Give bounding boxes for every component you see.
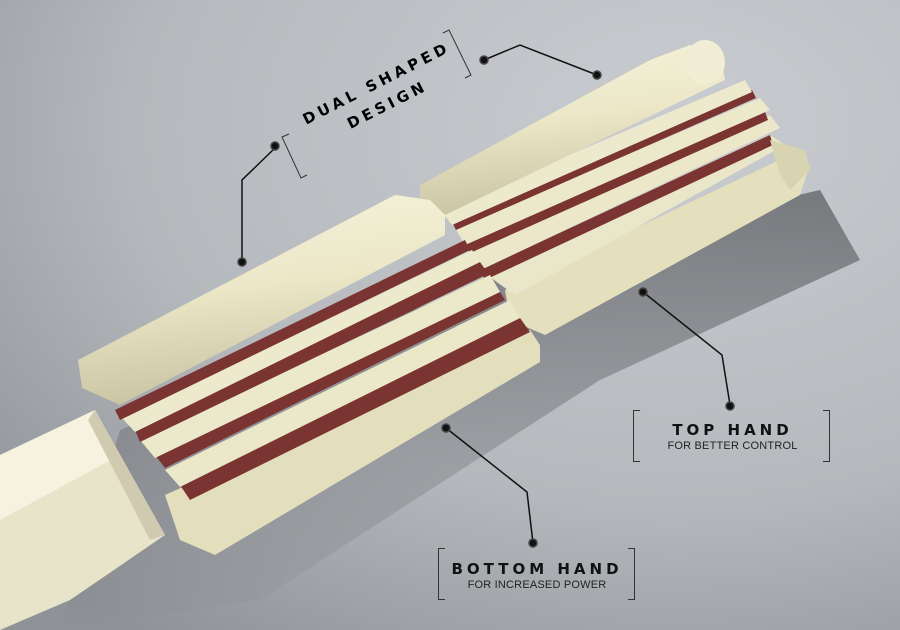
- top-hand-title: TOP HAND: [672, 421, 793, 439]
- callout-dot: [270, 141, 280, 151]
- top-hand-bracket-right: [823, 410, 830, 462]
- bottom-hand-grip: [78, 195, 540, 555]
- top-hand-bracket-left: [633, 410, 640, 462]
- callout-dot: [638, 287, 648, 297]
- top-hand-label: TOP HAND FOR BETTER CONTROL: [640, 421, 825, 452]
- callout-dot: [592, 70, 602, 80]
- bat-handle: [0, 410, 165, 630]
- callout-dot: [479, 55, 489, 65]
- dual-design-brackets: [281, 29, 472, 179]
- callout-dot: [725, 401, 735, 411]
- top-hand-grip: [420, 40, 810, 335]
- bottom-hand-label: BOTTOM HAND FOR INCREASED POWER: [442, 560, 632, 591]
- bottom-hand-title: BOTTOM HAND: [451, 560, 623, 578]
- bottom-hand-subtitle: FOR INCREASED POWER: [467, 579, 607, 591]
- top-hand-subtitle: FOR BETTER CONTROL: [667, 440, 798, 452]
- callout-dot: [528, 538, 538, 548]
- callout-dot: [237, 257, 247, 267]
- callout-lines: [241, 44, 731, 544]
- callout-dot: [441, 423, 451, 433]
- bottom-hand-bracket-right: [628, 548, 635, 600]
- bottom-hand-bracket-left: [438, 548, 445, 600]
- callout-dots: [237, 55, 735, 548]
